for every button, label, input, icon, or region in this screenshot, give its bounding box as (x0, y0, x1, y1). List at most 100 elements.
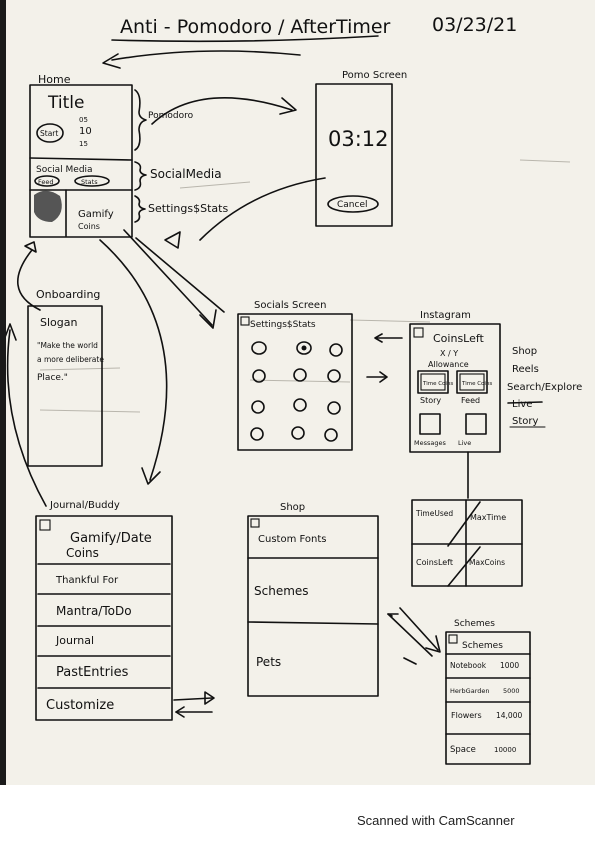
instagram-feed-timecoins-box (459, 373, 485, 391)
home-feed-label: Feed (38, 178, 54, 186)
journal-row-thankful: Thankful For (55, 575, 119, 586)
arrowhead-icon (24, 241, 37, 253)
social-brace-label: SocialMedia (150, 167, 222, 181)
arrowhead-icon (425, 635, 441, 653)
home-stats-label: Stats (81, 178, 98, 186)
home-gamify-label: Gamify (78, 209, 114, 220)
arrowhead-icon (175, 706, 185, 718)
pomo-time: 03:12 (328, 127, 389, 151)
title-underline (111, 35, 379, 43)
home-time-15: 15 (79, 140, 88, 148)
onboarding-quote-line-1: "Make the world (37, 341, 98, 350)
home-feed-pill (34, 175, 60, 187)
socials-app-icon (327, 401, 341, 415)
pomodoro-brace (134, 89, 147, 151)
journal-row-past-entries: PastEntries (56, 665, 129, 680)
schemes-row-price: 1000 (500, 661, 519, 670)
journal-label: Journal/Buddy (49, 500, 120, 511)
stats-coins-left: CoinsLeft (416, 558, 453, 567)
onboarding-slogan: Slogan (40, 316, 77, 329)
socials-app-icon (251, 400, 265, 414)
arrowhead-icon (279, 97, 297, 115)
arrowhead-icon (141, 467, 161, 485)
socials-app-icon (324, 428, 338, 442)
schemes-back-icon (448, 634, 458, 644)
socials-app-icon (252, 369, 266, 383)
instagram-feed-tile (456, 370, 488, 394)
instagram-story-timecoins: Time Coins (422, 381, 453, 387)
journal-coins: Coins (66, 546, 99, 560)
socials-app-icon-center (301, 345, 307, 351)
journal-screen-frame (35, 515, 173, 721)
arrowhead-icon (3, 323, 17, 341)
socials-app-icon (296, 341, 312, 355)
onboarding-label: Onboarding (36, 288, 100, 301)
onboarding-screen-frame (27, 305, 103, 467)
onboarding-quote-line-2: a more deliberate (37, 355, 104, 364)
home-divider-1 (29, 157, 133, 161)
flow-arrow-onboarding-to-home (17, 249, 41, 311)
flow-arrow-home-to-pomo (151, 97, 293, 125)
arrowhead-icon (164, 231, 181, 249)
flow-arrows (3, 50, 469, 718)
social-brace (134, 161, 147, 191)
instagram-messages-tile (419, 413, 441, 435)
socials-settings-label: Settings$Stats (250, 320, 316, 330)
sketch-date: 03/23/21 (432, 14, 517, 36)
journal-row-journal: Journal (55, 634, 94, 647)
home-label: Home (38, 73, 71, 86)
instagram-note-story: Story (512, 416, 538, 427)
schemes-row-price: 10000 (494, 746, 516, 754)
flow-arrow-journal-to-shop (173, 697, 213, 701)
instagram-note-search: Search/Explore (507, 382, 582, 393)
socials-screen-frame (237, 313, 353, 451)
journal-back-icon (39, 519, 51, 531)
socials-app-icon (329, 343, 343, 357)
socials-back-icon (240, 316, 250, 326)
home-time-10: 10 (79, 126, 92, 137)
home-start-button (36, 123, 64, 143)
home-time-05: 05 (79, 116, 88, 124)
schemes-row-name: HerbGarden (450, 687, 490, 695)
onboarding-quote-line-3: Place." (37, 373, 68, 383)
journal-row-mantra: Mantra/ToDo (56, 604, 132, 618)
schemes-row-name: Notebook (450, 661, 487, 670)
home-social-media-label: Social Media (36, 165, 93, 175)
flow-arrow-home-to-journal (99, 239, 168, 481)
pomo-screen-frame (315, 83, 393, 227)
wireframe-sketch: Anti - Pomodoro / AfterTimer 03/23/21 Ho… (3, 14, 582, 765)
socials-app-icon (327, 369, 341, 383)
socials-app-icon (293, 368, 307, 382)
instagram-ratio: X / Y (440, 349, 458, 358)
socials-app-icon (293, 398, 307, 412)
instagram-screen-frame (409, 323, 501, 453)
socials-app-icon (291, 426, 305, 440)
pomodoro-brace-label: Pomodoro (148, 111, 194, 121)
flow-arrow-socials-return (135, 237, 225, 313)
shop-label: Shop (280, 502, 305, 513)
instagram-note-live: Live (512, 399, 532, 410)
schemes-row-name: Space (450, 745, 476, 755)
settings-brace-label: Settings$Stats (148, 202, 228, 215)
scanned-page: Anti - Pomodoro / AfterTimer 03/23/21 Ho… (0, 0, 595, 785)
arrowhead-icon (387, 613, 417, 665)
stats-strike-top (447, 501, 481, 547)
flow-arrow-shop-to-schemes (387, 613, 433, 657)
home-scribble-shade (34, 190, 62, 222)
stats-max-time: MaxTime (470, 513, 506, 522)
instagram-note-reels: Reels (512, 364, 539, 375)
instagram-story-label: Story (420, 396, 441, 405)
pomo-cancel-button (327, 195, 379, 213)
flow-arrow-pomo-to-home (199, 177, 326, 241)
shop-divider (247, 621, 379, 625)
instagram-feed-label: Feed (461, 396, 480, 405)
arrowhead-icon (379, 371, 388, 383)
arrowhead-icon (204, 691, 215, 705)
sketch-title: Anti - Pomodoro / AfterTimer (120, 16, 391, 38)
instagram-allowance: Allowance (428, 360, 469, 369)
instagram-note-shop: Shop (512, 346, 537, 357)
home-coins-label: Coins (78, 222, 100, 231)
instagram-back-icon (413, 327, 424, 338)
instagram-story-timecoins-box (420, 373, 446, 391)
schemes-row-price: 5000 (503, 687, 520, 695)
